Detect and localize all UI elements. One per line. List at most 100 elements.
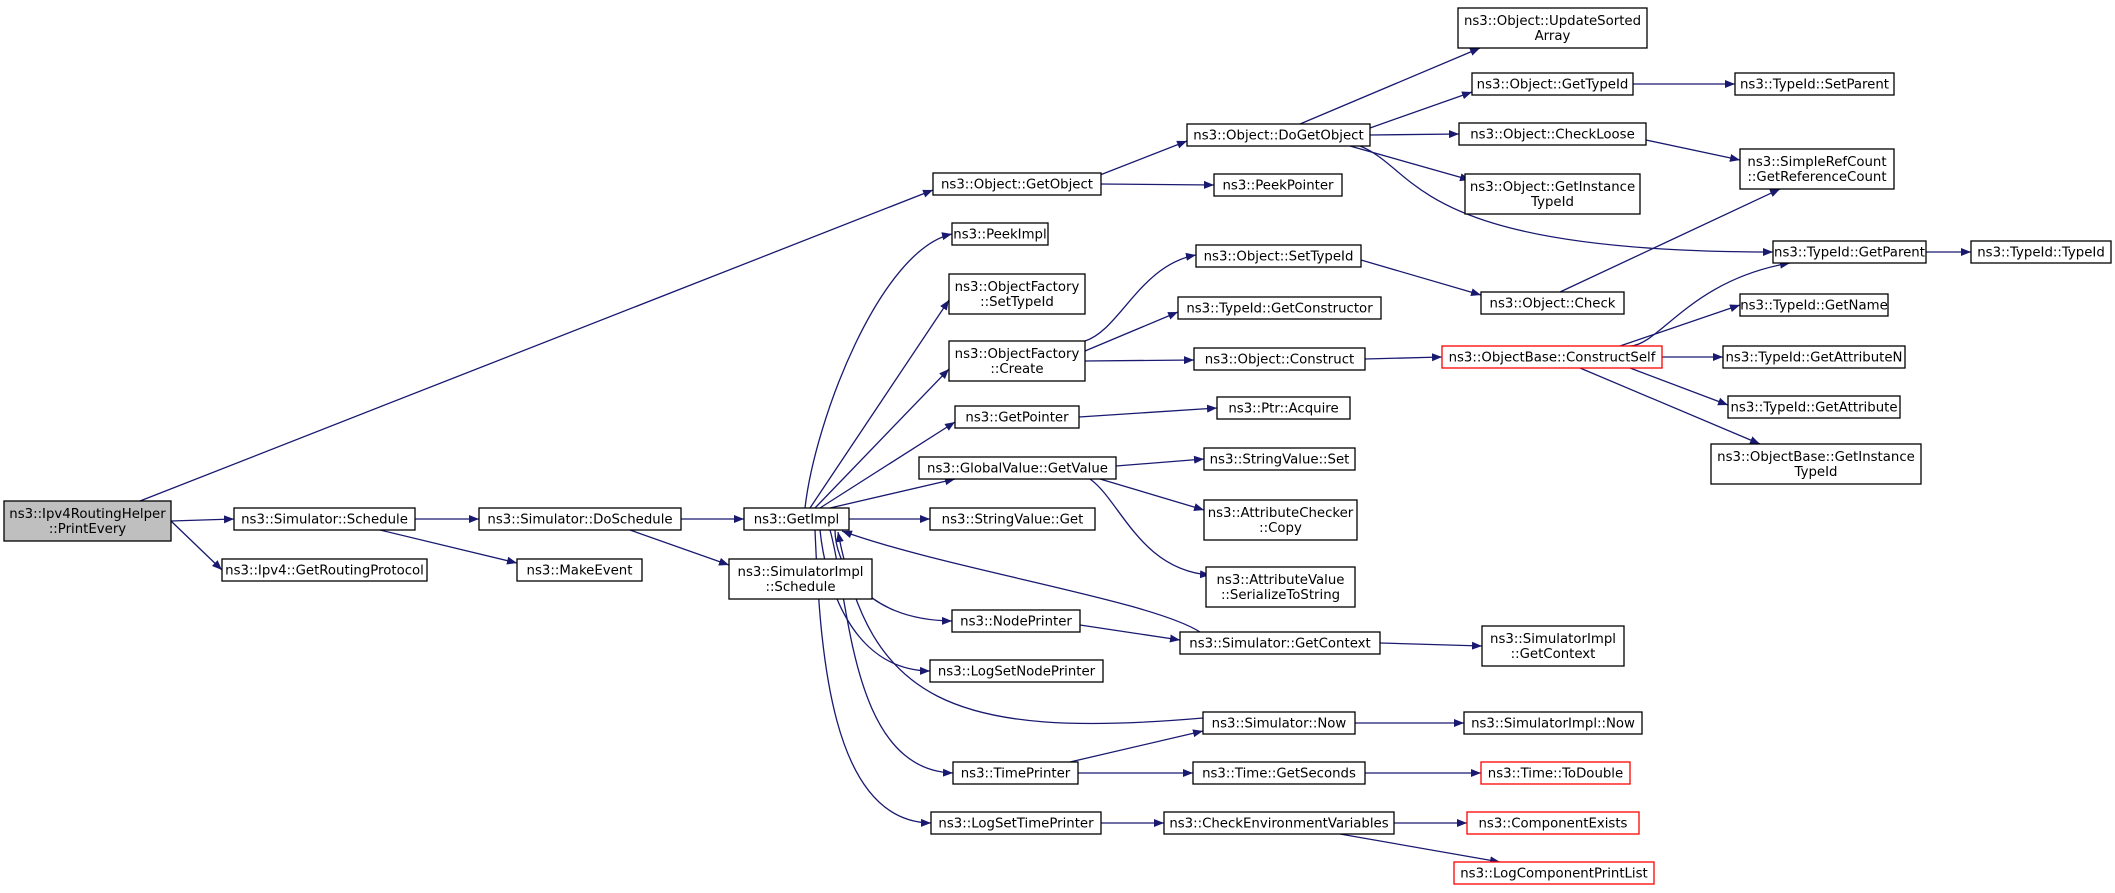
node-getimpl[interactable]: ns3::GetImpl xyxy=(743,507,850,531)
node-logcomponentprintlist[interactable]: ns3::LogComponentPrintList xyxy=(1453,861,1655,885)
node-tid-typeid[interactable]: ns3::TypeId::TypeId xyxy=(1970,240,2112,264)
node-obj-construct[interactable]: ns3::Object::Construct xyxy=(1193,347,1366,371)
edge-checkenv-to-logcomponentprintlist xyxy=(1339,833,1501,865)
node-label: ns3::TypeId::GetName xyxy=(1740,299,1888,314)
node-getpointer[interactable]: ns3::GetPointer xyxy=(954,405,1080,429)
node-simimpl-schedule[interactable]: ns3::SimulatorImpl::Schedule xyxy=(728,558,873,600)
node-box xyxy=(948,273,1086,315)
node-tid-getname[interactable]: ns3::TypeId::GetName xyxy=(1739,293,1889,317)
node-box xyxy=(1195,244,1362,268)
node-peekimpl[interactable]: ns3::PeekImpl xyxy=(951,222,1049,246)
node-ac-copy[interactable]: ns3::AttributeChecker::Copy xyxy=(1203,499,1358,541)
node-label: ::Copy xyxy=(1259,521,1302,536)
node-time-todouble[interactable]: ns3::Time::ToDouble xyxy=(1480,761,1631,785)
edge-sim-doschedule-to-simimpl-schedule xyxy=(629,529,730,566)
node-label: ns3::TimePrinter xyxy=(961,767,1071,782)
node-checkenv[interactable]: ns3::CheckEnvironmentVariables xyxy=(1163,811,1395,835)
node-box xyxy=(1192,761,1366,785)
edge-obj-settypeid-to-obj-check xyxy=(1360,259,1482,297)
node-box xyxy=(930,811,1102,835)
node-box xyxy=(233,507,416,531)
node-root[interactable]: ns3::Ipv4RoutingHelper::PrintEvery xyxy=(3,500,172,542)
node-box xyxy=(1441,345,1663,369)
edge-sim-getcontext-to-simimpl-getcontext xyxy=(1379,641,1483,650)
node-box xyxy=(1480,291,1625,315)
edge-obj-dogetobject-to-obj-updatesorted xyxy=(1299,47,1481,125)
node-box xyxy=(1216,396,1351,420)
node-of-settypeid[interactable]: ns3::ObjectFactory::SetTypeId xyxy=(948,273,1086,315)
edge-timeprinter-to-sim-now xyxy=(1069,729,1204,763)
node-sim-schedule[interactable]: ns3::Simulator::Schedule xyxy=(233,507,416,531)
node-obj-getobject[interactable]: ns3::Object::GetObject xyxy=(932,172,1102,196)
node-label: ns3::TypeId::GetAttribute xyxy=(1730,401,1897,416)
node-box xyxy=(1481,625,1625,667)
node-obj-settypeid[interactable]: ns3::Object::SetTypeId xyxy=(1195,244,1362,268)
node-ipv4-getrp[interactable]: ns3::Ipv4::GetRoutingProtocol xyxy=(221,558,428,582)
node-label: ns3::Object::Construct xyxy=(1205,353,1354,368)
node-obj-check[interactable]: ns3::Object::Check xyxy=(1480,291,1625,315)
node-simimpl-getcontext[interactable]: ns3::SimulatorImpl::GetContext xyxy=(1481,625,1625,667)
node-box xyxy=(954,405,1080,429)
node-nodeprinter[interactable]: ns3::NodePrinter xyxy=(951,609,1081,633)
node-label: ns3::Object::Check xyxy=(1490,297,1616,312)
node-sim-getcontext[interactable]: ns3::Simulator::GetContext xyxy=(1179,631,1381,655)
node-box xyxy=(1457,7,1648,49)
node-sv-get[interactable]: ns3::StringValue::Get xyxy=(929,507,1096,531)
node-tid-getattributen[interactable]: ns3::TypeId::GetAttributeN xyxy=(1722,345,1906,369)
node-box xyxy=(1739,293,1889,317)
node-srefcount[interactable]: ns3::SimpleRefCount::GetReferenceCount xyxy=(1739,148,1895,190)
node-label: ::GetReferenceCount xyxy=(1747,170,1886,185)
edge-getimpl-to-gv-getvalue xyxy=(829,477,956,509)
node-sv-set[interactable]: ns3::StringValue::Set xyxy=(1203,447,1356,471)
node-box xyxy=(1464,173,1641,215)
node-sim-now[interactable]: ns3::Simulator::Now xyxy=(1202,711,1356,735)
node-gv-getvalue[interactable]: ns3::GlobalValue::GetValue xyxy=(918,456,1117,480)
node-label: ns3::ObjectBase::ConstructSelf xyxy=(1449,351,1656,366)
edge-root-to-obj-getobject xyxy=(139,189,934,502)
node-sim-doschedule[interactable]: ns3::Simulator::DoSchedule xyxy=(478,507,682,531)
node-of-create[interactable]: ns3::ObjectFactory::Create xyxy=(948,340,1086,382)
edge-nodeprinter-to-sim-getcontext xyxy=(1079,624,1181,643)
node-box xyxy=(516,558,643,582)
node-box xyxy=(1186,123,1371,147)
node-tid-getattribute[interactable]: ns3::TypeId::GetAttribute xyxy=(1727,395,1901,419)
node-obj-checkloose[interactable]: ns3::Object::CheckLoose xyxy=(1458,122,1647,146)
node-componentexists[interactable]: ns3::ComponentExists xyxy=(1466,811,1640,835)
node-peekpointer[interactable]: ns3::PeekPointer xyxy=(1213,173,1343,197)
node-tid-getparent[interactable]: ns3::TypeId::GetParent xyxy=(1772,240,1927,264)
node-label: ns3::ObjectFactory xyxy=(955,347,1080,362)
node-simimpl-now[interactable]: ns3::SimulatorImpl::Now xyxy=(1463,711,1643,735)
node-label: ns3::Object::DoGetObject xyxy=(1193,129,1363,144)
node-logsetnodeprinter[interactable]: ns3::LogSetNodePrinter xyxy=(929,659,1104,683)
node-label: ns3::GetPointer xyxy=(965,411,1069,426)
edge-of-create-to-obj-construct xyxy=(1084,356,1195,365)
node-timeprinter[interactable]: ns3::TimePrinter xyxy=(952,761,1079,785)
node-label: ns3::StringValue::Set xyxy=(1210,453,1350,468)
node-label: ns3::Object::UpdateSorted xyxy=(1464,14,1641,29)
node-box xyxy=(1466,811,1640,835)
node-label: ns3::TypeId::SetParent xyxy=(1740,78,1889,93)
node-av-serialize[interactable]: ns3::AttributeValue::SerializeToString xyxy=(1205,566,1356,608)
node-label: ns3::AttributeChecker xyxy=(1208,506,1354,521)
node-ptr-acquire[interactable]: ns3::Ptr::Acquire xyxy=(1216,396,1351,420)
node-obj-gettypeid[interactable]: ns3::Object::GetTypeId xyxy=(1471,72,1634,96)
node-makeevent[interactable]: ns3::MakeEvent xyxy=(516,558,643,582)
node-tid-getconstructor[interactable]: ns3::TypeId::GetConstructor xyxy=(1177,296,1382,320)
edge-obj-getobject-to-peekpointer xyxy=(1099,180,1215,189)
edge-root-to-ipv4-getrp xyxy=(170,520,223,571)
node-label: ::SetTypeId xyxy=(980,295,1054,310)
node-tid-setparent[interactable]: ns3::TypeId::SetParent xyxy=(1734,72,1895,96)
edge-obj-construct-to-ob-constructself xyxy=(1364,353,1443,362)
node-time-getseconds[interactable]: ns3::Time::GetSeconds xyxy=(1192,761,1366,785)
node-label: ns3::SimulatorImpl xyxy=(1490,632,1616,647)
node-label: ns3::TypeId::GetAttributeN xyxy=(1726,351,1903,366)
edge-obj-checkloose-to-srefcount xyxy=(1645,139,1741,162)
node-box xyxy=(1202,711,1356,735)
node-logsettimeprinter[interactable]: ns3::LogSetTimePrinter xyxy=(930,811,1102,835)
edge-getpointer-to-ptr-acquire xyxy=(1078,404,1218,418)
node-obj-dogetobject[interactable]: ns3::Object::DoGetObject xyxy=(1186,123,1371,147)
node-ob-constructself[interactable]: ns3::ObjectBase::ConstructSelf xyxy=(1441,345,1663,369)
